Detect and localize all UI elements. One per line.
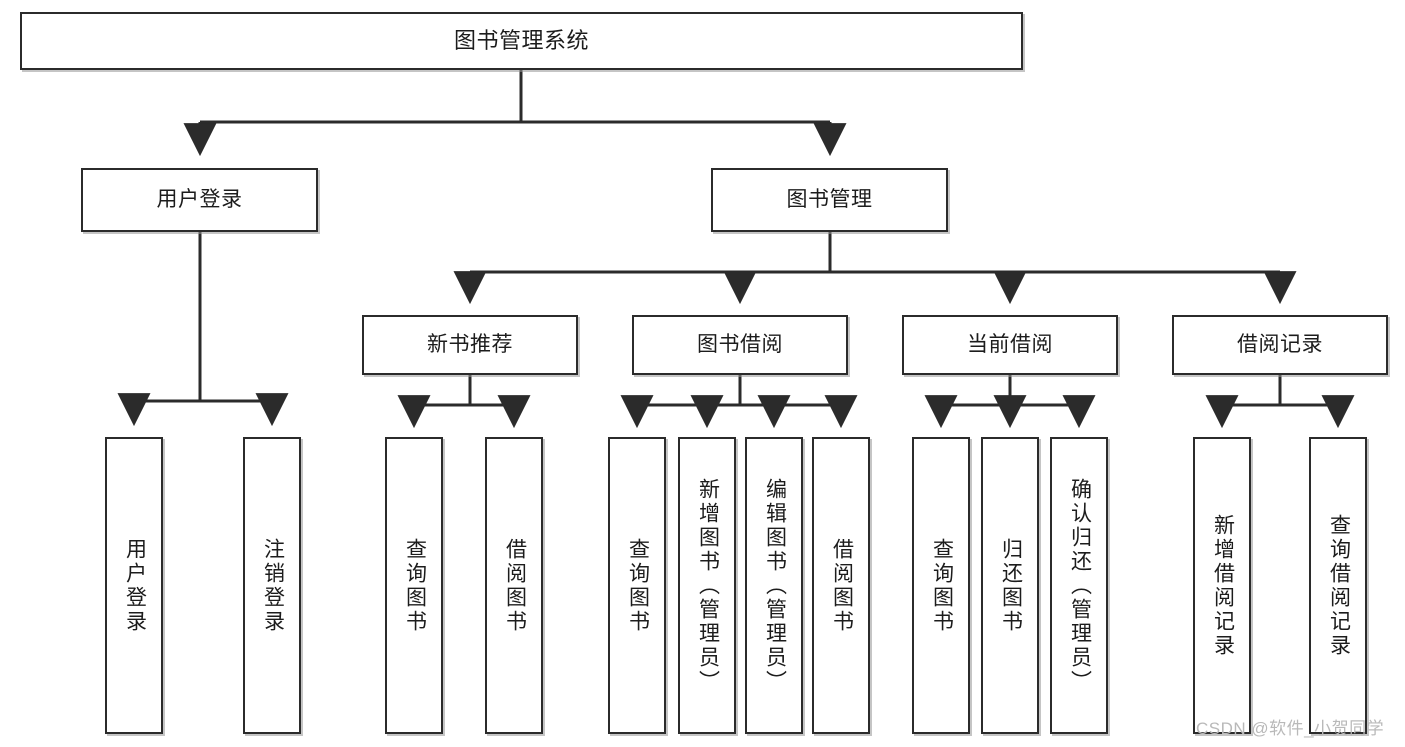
leaf-label: 新增借阅记录 bbox=[1211, 513, 1235, 658]
leaf-book-borrow-borrow[interactable]: 借阅图书 bbox=[812, 437, 870, 734]
node-book-management[interactable]: 图书管理 bbox=[711, 168, 948, 232]
leaf-book-borrow-add[interactable]: 新增图书（管理员） bbox=[678, 437, 736, 734]
leaf-label: 查询借阅记录 bbox=[1327, 513, 1351, 658]
leaf-current-borrow-query[interactable]: 查询图书 bbox=[912, 437, 970, 734]
leaf-new-book-query[interactable]: 查询图书 bbox=[385, 437, 443, 734]
node-root-book-management-system[interactable]: 图书管理系统 bbox=[20, 12, 1023, 70]
leaf-current-borrow-return[interactable]: 归还图书 bbox=[981, 437, 1039, 734]
leaf-borrow-record-query[interactable]: 查询借阅记录 bbox=[1309, 437, 1367, 734]
leaf-label: 编辑图书（管理员） bbox=[763, 477, 787, 694]
node-label: 用户登录 bbox=[156, 188, 243, 212]
node-user-login[interactable]: 用户登录 bbox=[81, 168, 318, 232]
node-label: 借阅记录 bbox=[1237, 333, 1323, 357]
leaf-label: 借阅图书 bbox=[830, 537, 854, 634]
node-label: 图书借阅 bbox=[697, 333, 783, 357]
node-label: 图书管理系统 bbox=[453, 27, 589, 53]
node-label: 图书管理 bbox=[786, 188, 873, 212]
node-label: 新书推荐 bbox=[427, 333, 513, 357]
leaf-label: 查询图书 bbox=[930, 537, 954, 634]
leaf-label: 查询图书 bbox=[403, 537, 427, 634]
leaf-label: 归还图书 bbox=[999, 537, 1023, 634]
csdn-watermark: CSDN @软件_小贺同学 bbox=[1196, 719, 1385, 738]
node-label: 当前借阅 bbox=[967, 333, 1053, 357]
leaf-user-login-logout[interactable]: 注销登录 bbox=[243, 437, 301, 734]
node-book-borrow[interactable]: 图书借阅 bbox=[632, 315, 848, 375]
leaf-current-borrow-confirm-return[interactable]: 确认归还（管理员） bbox=[1050, 437, 1108, 734]
node-borrow-record[interactable]: 借阅记录 bbox=[1172, 315, 1388, 375]
node-new-book-recommend[interactable]: 新书推荐 bbox=[362, 315, 578, 375]
leaf-new-book-borrow[interactable]: 借阅图书 bbox=[485, 437, 543, 734]
leaf-label: 用户登录 bbox=[123, 537, 147, 634]
node-current-borrow[interactable]: 当前借阅 bbox=[902, 315, 1118, 375]
leaf-label: 查询图书 bbox=[626, 537, 650, 634]
leaf-label: 借阅图书 bbox=[503, 537, 527, 634]
leaf-label: 确认归还（管理员） bbox=[1068, 477, 1092, 694]
leaf-user-login-login[interactable]: 用户登录 bbox=[105, 437, 163, 734]
leaf-borrow-record-add[interactable]: 新增借阅记录 bbox=[1193, 437, 1251, 734]
leaf-label: 新增图书（管理员） bbox=[696, 477, 720, 694]
leaf-book-borrow-query[interactable]: 查询图书 bbox=[608, 437, 666, 734]
leaf-label: 注销登录 bbox=[261, 537, 285, 634]
leaf-book-borrow-edit[interactable]: 编辑图书（管理员） bbox=[745, 437, 803, 734]
